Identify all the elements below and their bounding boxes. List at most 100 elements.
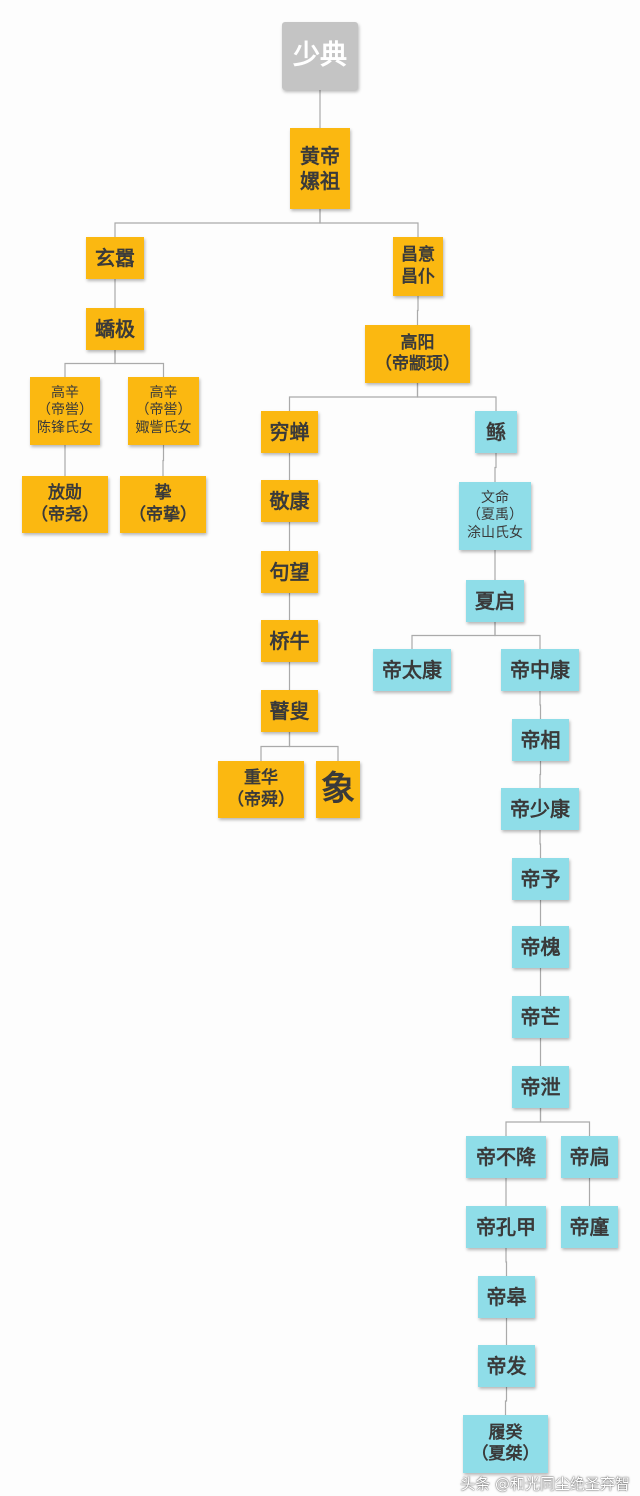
- node-label: 帝皋: [486, 1284, 527, 1309]
- node-label: （帝颛顼）: [375, 354, 460, 374]
- node-label: （帝舜）: [227, 789, 295, 810]
- node-changyi: 昌意昌仆: [393, 237, 443, 296]
- connector-gun-wenming: [494, 453, 497, 482]
- node-label: 黄帝: [300, 143, 340, 168]
- node-yu: 帝予: [512, 858, 569, 900]
- connector-xiaqi-taikang: [411, 622, 496, 649]
- node-xiang: 象: [316, 761, 360, 818]
- node-shaodian: 少典: [282, 22, 358, 90]
- node-chonghua: 重华（帝舜）: [218, 761, 304, 818]
- connector-huangdi-changyi: [319, 209, 419, 237]
- connector-gaoyang-gun: [416, 383, 497, 411]
- watermark: 头条 @和光同尘绝圣弃智: [460, 1475, 630, 1493]
- node-label: 帝泄: [520, 1074, 561, 1099]
- node-juwang: 句望: [261, 551, 318, 593]
- node-label: 蟜极: [95, 316, 135, 341]
- node-label: 昌意: [401, 245, 435, 266]
- node-fangxun: 放勋（帝尧）: [22, 476, 108, 533]
- node-label: （夏桀）: [471, 1444, 540, 1464]
- node-label: （帝挚）: [129, 504, 197, 525]
- node-label: 帝少康: [510, 796, 570, 821]
- node-label: 昌仆: [401, 266, 435, 287]
- node-label: 桥牛: [269, 628, 310, 653]
- connector-xiaqi-zhongkang: [494, 622, 541, 649]
- connector-fa-lvgui: [504, 1387, 508, 1415]
- node-label: 鲧: [486, 419, 506, 444]
- node-label: 帝槐: [520, 934, 561, 959]
- node-kongjia: 帝孔甲: [466, 1206, 546, 1248]
- node-bujiang: 帝不降: [466, 1136, 546, 1178]
- node-jiong: 帝扃: [561, 1136, 618, 1178]
- node-label: 帝扃: [569, 1144, 610, 1169]
- node-label: （帝喾）: [37, 402, 93, 419]
- node-label: 涂山氏女: [467, 524, 523, 541]
- node-label: 文命: [481, 489, 509, 506]
- node-gusou: 瞽叟: [261, 690, 318, 732]
- node-gaoxin-2: 高辛（帝喾）娵訾氏女: [128, 377, 199, 445]
- node-huai: 帝槐: [512, 926, 569, 968]
- connector-changyi-gaoyang: [416, 296, 419, 325]
- node-label: 穷蝉: [269, 419, 310, 444]
- node-label: 帝不降: [476, 1144, 536, 1169]
- node-label: 娵訾氏女: [135, 419, 192, 436]
- node-label: 帝发: [486, 1353, 527, 1378]
- node-label: 履癸: [488, 1422, 523, 1443]
- connector-jiaoji-gaoxin-1: [64, 350, 116, 377]
- node-label: （帝尧）: [31, 504, 99, 525]
- node-label: 少典: [293, 40, 347, 72]
- node-label: 帝孔甲: [476, 1214, 536, 1239]
- node-label: 帝予: [520, 866, 561, 891]
- node-label: 高阳: [400, 332, 435, 353]
- node-fa: 帝发: [478, 1345, 535, 1387]
- node-label: 句望: [269, 559, 310, 584]
- connector-kongjia-gao: [505, 1248, 508, 1276]
- node-mang: 帝芒: [512, 996, 569, 1038]
- connector-gusou-chonghua: [260, 732, 291, 761]
- connector-jiaoji-gaoxin-2: [114, 350, 165, 377]
- node-label: 帝中康: [510, 657, 570, 682]
- node-label: 陈锋氏女: [37, 419, 93, 436]
- node-label: 玄嚣: [95, 245, 135, 270]
- node-label: 帝太康: [382, 657, 442, 682]
- node-label: （夏禹）: [467, 507, 523, 524]
- node-label: 帝廑: [569, 1214, 610, 1239]
- node-xie: 帝泄: [512, 1066, 569, 1108]
- node-label: 夏启: [475, 588, 515, 613]
- node-label: 放勋: [48, 483, 82, 504]
- node-label: 高辛: [51, 384, 79, 401]
- node-taikang: 帝太康: [373, 649, 451, 691]
- node-zhi: 挚（帝挚）: [120, 476, 206, 533]
- node-zhongkang: 帝中康: [501, 649, 579, 691]
- connector-shaokang-yu: [539, 830, 542, 858]
- connector-gusou-xiang: [288, 732, 339, 761]
- node-label: 重华: [244, 768, 278, 789]
- node-gaoyang: 高阳（帝颛顼）: [365, 325, 470, 383]
- node-jingkang: 敬康: [261, 480, 318, 522]
- node-jiaoji: 蟜极: [86, 308, 144, 350]
- connector-xiang2-shaokang: [539, 761, 542, 788]
- node-gao: 帝皋: [478, 1276, 535, 1318]
- node-huangdi: 黄帝嫘祖: [290, 128, 350, 209]
- node-label: 帝相: [520, 727, 561, 752]
- node-xiaqi: 夏启: [466, 580, 524, 622]
- node-qiaoniu: 桥牛: [261, 620, 318, 662]
- node-label: 敬康: [269, 488, 310, 513]
- connector-zhongkang-xiang2: [539, 691, 542, 719]
- node-xuanxiao: 玄嚣: [86, 237, 144, 279]
- node-label: 嫘祖: [300, 168, 340, 193]
- connector-gaoyang-qiongchan: [288, 383, 419, 411]
- node-label: 帝芒: [520, 1004, 561, 1029]
- connector-huangdi-xuanxiao: [114, 209, 321, 237]
- node-jin: 帝廑: [561, 1206, 618, 1248]
- node-wenming: 文命（夏禹）涂山氏女: [459, 482, 531, 550]
- connector-xie-jiong: [539, 1108, 591, 1136]
- node-xiang2: 帝相: [512, 719, 569, 761]
- node-gun: 鲧: [475, 411, 517, 453]
- node-label: （帝喾）: [135, 402, 192, 419]
- connector-xie-bujiang: [505, 1108, 542, 1136]
- node-label: 象: [321, 769, 355, 810]
- node-label: 挚: [154, 483, 172, 504]
- connector-gaoxin-2-zhi: [162, 445, 165, 476]
